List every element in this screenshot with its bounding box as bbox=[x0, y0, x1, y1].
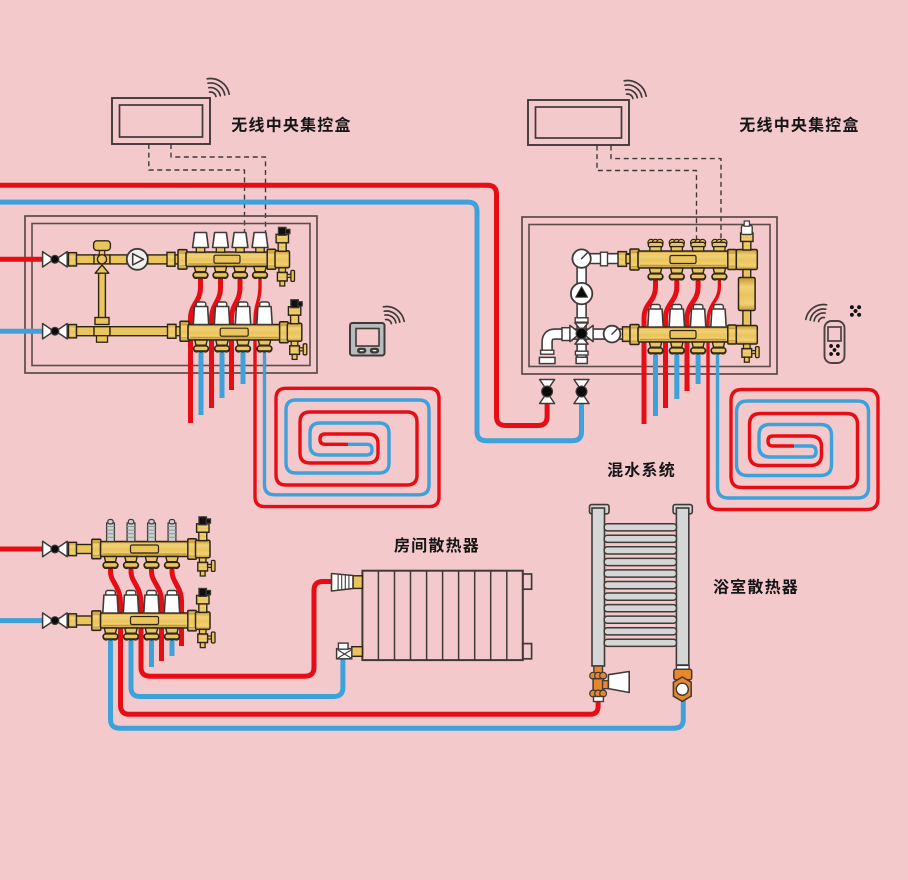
wifi-icon-thermostat bbox=[382, 305, 406, 325]
mixing-inlet-valves bbox=[538, 378, 590, 405]
bottom-manifold-assembly bbox=[41, 516, 216, 649]
loop-supply-tail bbox=[684, 278, 701, 391]
towel-radiator-return-valve bbox=[672, 664, 693, 703]
main-return-line bbox=[0, 199, 584, 444]
control-wiring-left bbox=[148, 144, 267, 233]
remote-control bbox=[823, 320, 846, 364]
control-wiring-right bbox=[596, 145, 722, 242]
wifi-icon-remote bbox=[804, 303, 828, 323]
towel-radiator-return bbox=[108, 639, 686, 731]
floor-coil-left-return bbox=[262, 350, 431, 497]
label-control-box-left: 无线中央集控盒 bbox=[231, 112, 351, 136]
label-mixing-system: 混水系统 bbox=[607, 457, 676, 481]
mixing-cabinet-right bbox=[521, 216, 778, 375]
loop-supply-tail bbox=[169, 566, 184, 646]
radiator-trv-valve bbox=[330, 572, 364, 592]
radiator-return-valve bbox=[335, 642, 364, 660]
manifold-cabinet-left bbox=[24, 215, 318, 374]
thermometer bbox=[602, 324, 622, 344]
loop-supply-tail bbox=[229, 278, 243, 390]
mixing-pump bbox=[569, 281, 594, 306]
label-control-box-right: 无线中央集控盒 bbox=[739, 112, 859, 136]
left-cabinet-internals bbox=[41, 226, 308, 361]
room-radiator-supply bbox=[128, 566, 332, 679]
floor-coil-right-supply bbox=[706, 278, 880, 512]
wireless-control-box-right bbox=[527, 99, 630, 146]
loop-supply-tail bbox=[188, 278, 203, 423]
towel-radiator-supply bbox=[108, 566, 601, 717]
bottom-supply-manifold bbox=[99, 516, 216, 577]
pressure-gauge bbox=[571, 248, 592, 269]
signal-dots bbox=[849, 305, 862, 317]
right-return-manifold bbox=[629, 303, 760, 363]
control-wire bbox=[610, 145, 722, 242]
left-supply-manifold bbox=[177, 226, 296, 287]
loop-supply-tail bbox=[641, 278, 658, 424]
return-trunk bbox=[0, 199, 584, 444]
wireless-control-box-left bbox=[111, 97, 211, 145]
wifi-icon-left-box bbox=[206, 77, 231, 98]
three-way-mixing-valve bbox=[569, 322, 594, 345]
label-room-radiator: 房间散热器 bbox=[394, 532, 480, 556]
room-radiator bbox=[330, 569, 533, 662]
left-return-manifold bbox=[179, 299, 308, 361]
supply-trunk bbox=[0, 182, 550, 428]
thermostat bbox=[349, 322, 386, 357]
main-supply-line bbox=[0, 182, 550, 428]
bottom-manifold-loops bbox=[108, 566, 686, 731]
floor-coil-left-supply bbox=[253, 278, 441, 509]
wifi-icon-right-box bbox=[623, 79, 648, 100]
floor-coil-right-return bbox=[715, 352, 871, 500]
loop-supply-tail bbox=[149, 566, 164, 661]
loop-supply-tail bbox=[663, 278, 680, 408]
control-wire bbox=[596, 145, 698, 242]
towel-radiator-supply-valve bbox=[589, 665, 631, 703]
loop-supply-tail bbox=[209, 278, 223, 408]
right-cabinet-loops bbox=[641, 278, 880, 512]
right-supply-manifold bbox=[629, 220, 759, 281]
right-cabinet-internals bbox=[538, 220, 760, 365]
bottom-return-manifold bbox=[99, 587, 216, 649]
label-bathroom-radiator: 浴室散热器 bbox=[713, 574, 799, 598]
room-radiator-return bbox=[128, 639, 346, 699]
control-wire bbox=[170, 144, 267, 233]
control-wire bbox=[148, 144, 246, 233]
bathroom-towel-radiator bbox=[588, 503, 694, 703]
left-cabinet-loops bbox=[188, 278, 441, 509]
